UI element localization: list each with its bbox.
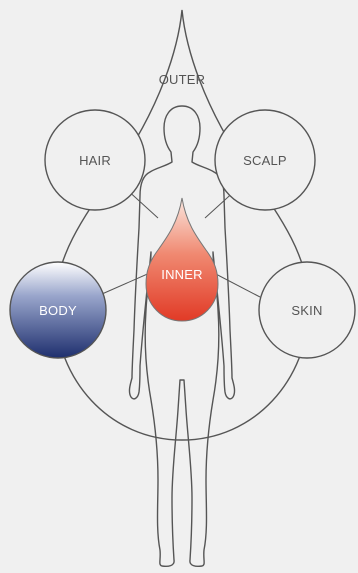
inner-label: INNER [161,267,202,282]
hair-label: HAIR [79,153,111,168]
connector-skin [212,272,260,297]
body-label: BODY [39,303,77,318]
scalp-label: SCALP [243,153,287,168]
connector-body [102,272,152,294]
outer-label: OUTER [159,72,206,87]
skin-label: SKIN [291,303,322,318]
